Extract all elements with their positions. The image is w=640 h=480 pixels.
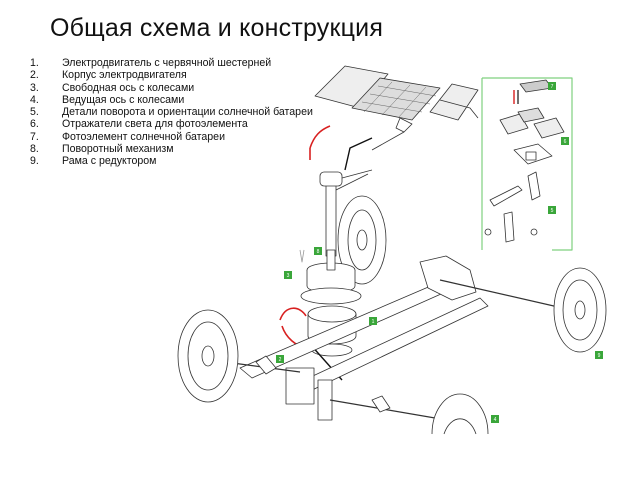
frame bbox=[239, 255, 489, 421]
legend-text: Поворотный механизм bbox=[62, 143, 174, 156]
badge-8: 8 bbox=[314, 247, 322, 255]
legend-item: 3. Свободная ось с колесами bbox=[30, 82, 320, 94]
free-axle-left-wheel bbox=[177, 309, 301, 403]
badge-4: 4 bbox=[491, 415, 499, 423]
mast bbox=[319, 169, 373, 257]
legend-item: 6. Отражатели света для фотоэлемента bbox=[30, 118, 320, 130]
legend-number: 8. bbox=[30, 143, 39, 156]
rotating-mechanism bbox=[300, 249, 362, 305]
legend-text: Отражатели света для фотоэлемента bbox=[62, 118, 248, 131]
inset-frame bbox=[481, 77, 573, 251]
parts-legend: 1. Электродвигатель с червячной шестерней… bbox=[30, 57, 320, 168]
driving-axle-wheel bbox=[329, 393, 489, 435]
legend-text: Рама с редуктором bbox=[62, 155, 157, 168]
svg-text:7: 7 bbox=[551, 84, 554, 90]
legend-item: 2. Корпус электродвигателя bbox=[30, 69, 320, 81]
legend-text: Фотоэлемент солнечной батареи bbox=[62, 130, 225, 143]
number-badges: 7 6 5 8 3 1 2 9 4 bbox=[276, 82, 603, 423]
legend-number: 3. bbox=[30, 81, 39, 94]
legend-number: 4. bbox=[30, 93, 39, 106]
legend-item: 8. Поворотный механизм bbox=[30, 143, 320, 155]
free-axle-right-wheel bbox=[439, 267, 607, 353]
svg-text:3: 3 bbox=[287, 273, 290, 279]
legend-text: Электродвигатель с червячной шестерней bbox=[62, 57, 272, 69]
svg-text:6: 6 bbox=[564, 139, 567, 145]
svg-text:1: 1 bbox=[372, 319, 375, 325]
legend-number: 9. bbox=[30, 155, 39, 168]
legend-number: 5. bbox=[30, 106, 39, 119]
badge-2: 2 bbox=[276, 355, 284, 363]
slide-title: Общая схема и конструкция bbox=[50, 14, 384, 42]
legend-number: 1. bbox=[30, 57, 39, 69]
badge-6: 6 bbox=[561, 137, 569, 145]
legend-text: Свободная ось с колесами bbox=[62, 81, 195, 94]
legend-number: 6. bbox=[30, 118, 39, 131]
legend-item: 9. Рама с редуктором bbox=[30, 155, 320, 167]
badge-3: 3 bbox=[284, 271, 292, 279]
badge-9: 9 bbox=[595, 351, 603, 359]
svg-text:9: 9 bbox=[598, 353, 601, 359]
legend-number: 7. bbox=[30, 130, 39, 143]
badge-7: 7 bbox=[548, 82, 556, 90]
legend-text: Детали поворота и ориентации солнечной б… bbox=[62, 106, 313, 119]
svg-text:2: 2 bbox=[279, 357, 282, 363]
rear-wheel-top bbox=[337, 195, 387, 285]
legend-item: 7. Фотоэлемент солнечной батареи bbox=[30, 131, 320, 143]
svg-text:5: 5 bbox=[551, 208, 554, 214]
legend-item: 4. Ведущая ось с колесами bbox=[30, 94, 320, 106]
badge-5: 5 bbox=[548, 206, 556, 214]
legend-text: Корпус электродвигателя bbox=[62, 69, 187, 82]
legend-number: 2. bbox=[30, 69, 39, 82]
pin bbox=[299, 249, 305, 263]
svg-text:4: 4 bbox=[494, 417, 497, 423]
legend-item: 1. Электродвигатель с червячной шестерней bbox=[30, 57, 320, 69]
svg-text:8: 8 bbox=[317, 249, 320, 255]
legend-text: Ведущая ось с колесами bbox=[62, 93, 185, 106]
badge-1: 1 bbox=[369, 317, 377, 325]
legend-item: 5. Детали поворота и ориентации солнечной… bbox=[30, 106, 320, 118]
inset-parts bbox=[484, 79, 565, 243]
solar-panel-assembly bbox=[309, 65, 479, 171]
